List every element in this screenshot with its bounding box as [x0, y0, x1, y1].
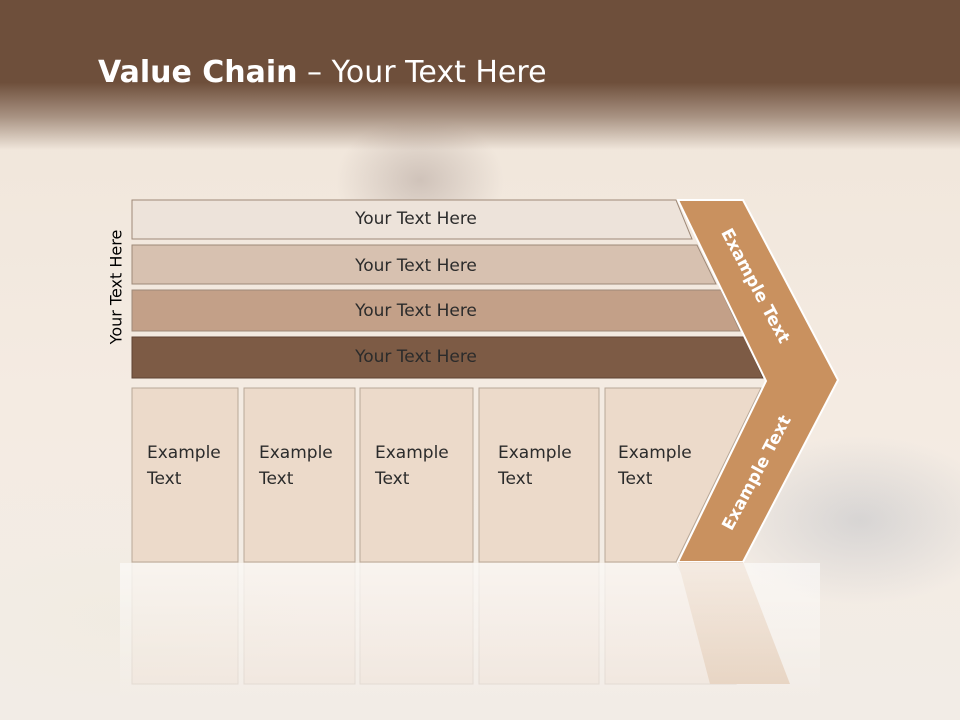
- chevron-arrow[interactable]: [676, 199, 840, 563]
- box-2-label: Example Text: [259, 440, 333, 492]
- box-3-line1: Example: [375, 443, 449, 463]
- band-1-label: Your Text Here: [355, 209, 477, 229]
- box-5-label: Example Text: [618, 440, 692, 492]
- box-4[interactable]: [478, 387, 600, 563]
- reflection-fade: [120, 563, 820, 703]
- band-1[interactable]: [131, 199, 693, 240]
- box-3[interactable]: [359, 387, 474, 563]
- band-3[interactable]: [131, 289, 741, 332]
- box-1-label: Example Text: [147, 440, 221, 492]
- box-4-label: Example Text: [498, 440, 572, 492]
- box-2-line2: Text: [259, 469, 294, 489]
- box-1-line2: Text: [147, 469, 182, 489]
- band-4-label: Your Text Here: [355, 347, 477, 367]
- box-2[interactable]: [243, 387, 356, 563]
- box-4-line2: Text: [498, 469, 533, 489]
- box-5[interactable]: [604, 387, 762, 563]
- box-1[interactable]: [131, 387, 239, 563]
- box-5-line1: Example: [618, 443, 692, 463]
- band-2-label: Your Text Here: [355, 256, 477, 276]
- title-rest: – Your Text Here: [297, 55, 547, 90]
- header-bar: [0, 0, 960, 150]
- band-2[interactable]: [131, 244, 717, 285]
- box-4-line1: Example: [498, 443, 572, 463]
- title-bold: Value Chain: [98, 55, 298, 90]
- box-1-line1: Example: [147, 443, 221, 463]
- band-3-label: Your Text Here: [355, 301, 477, 321]
- band-4[interactable]: [131, 336, 764, 379]
- box-5-line2: Text: [618, 469, 653, 489]
- box-3-label: Example Text: [375, 440, 449, 492]
- box-2-line1: Example: [259, 443, 333, 463]
- box-3-line2: Text: [375, 469, 410, 489]
- page-title: Value Chain – Your Text Here: [98, 55, 547, 90]
